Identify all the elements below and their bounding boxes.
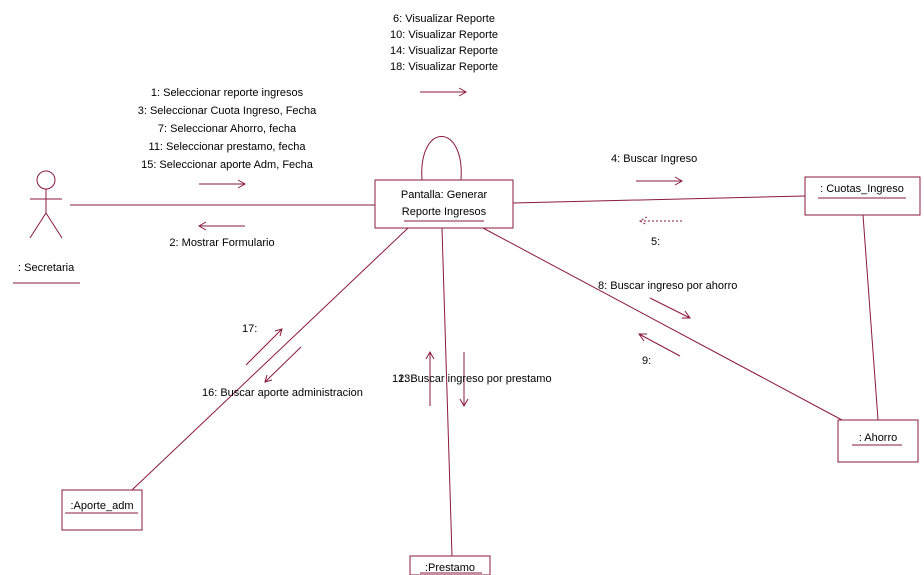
arrow-down-icon bbox=[459, 352, 469, 408]
messages-to-pantalla: 1: Seleccionar reporte ingresos 3: Selec… bbox=[138, 87, 317, 171]
arrow-up-icon bbox=[425, 350, 435, 406]
message-5: 5: bbox=[651, 236, 660, 248]
secretaria-label: : Secretaria bbox=[18, 262, 75, 274]
cuotas-ingreso-object[interactable]: : Cuotas_Ingreso bbox=[804, 176, 921, 216]
arrow-up-right-icon bbox=[245, 328, 283, 366]
message-12: 12: Buscar ingreso por prestamo bbox=[392, 373, 552, 385]
pantalla-label-line1: Pantalla: Generar bbox=[401, 189, 488, 201]
ahorro-label: : Ahorro bbox=[859, 432, 898, 444]
message-16: 16: Buscar aporte administracion bbox=[202, 387, 363, 399]
arrow-right-icon bbox=[649, 297, 691, 319]
link-pantalla-ahorro bbox=[482, 227, 843, 421]
message-10: 10: Visualizar Reporte bbox=[390, 29, 498, 41]
message-15: 15: Seleccionar aporte Adm, Fecha bbox=[141, 159, 314, 171]
pantalla-label-line2: Reporte Ingresos bbox=[402, 206, 487, 218]
message-9: 9: bbox=[642, 355, 651, 367]
prestamo-object[interactable]: :Prestamo bbox=[409, 555, 491, 575]
message-14: 14: Visualizar Reporte bbox=[390, 45, 498, 57]
link-cuotas-ahorro bbox=[862, 214, 879, 421]
actor-head-icon bbox=[36, 170, 56, 190]
arrow-right-icon bbox=[199, 179, 247, 189]
arrow-left-icon bbox=[638, 333, 681, 357]
prestamo-label: :Prestamo bbox=[425, 562, 475, 574]
self-loop-messages: 6: Visualizar Reporte 10: Visualizar Rep… bbox=[390, 13, 498, 73]
dashed-arrow-left-icon bbox=[638, 216, 682, 226]
message-1: 1: Seleccionar reporte ingresos bbox=[151, 87, 304, 99]
message-17: 17: bbox=[242, 323, 257, 335]
arrow-right-icon bbox=[420, 87, 468, 97]
secretaria-actor[interactable]: : Secretaria bbox=[13, 170, 80, 284]
arrow-right-icon bbox=[636, 176, 684, 186]
link-pantalla-cuotas bbox=[512, 195, 806, 204]
ahorro-object[interactable]: : Ahorro bbox=[837, 419, 919, 463]
message-8: 8: Buscar ingreso por ahorro bbox=[598, 280, 737, 292]
message-3: 3: Seleccionar Cuota Ingreso, Fecha bbox=[138, 105, 317, 117]
aporte-adm-object[interactable]: :Aporte_adm bbox=[61, 489, 143, 531]
message-18: 18: Visualizar Reporte bbox=[390, 61, 498, 73]
link-pantalla-aporte bbox=[131, 227, 409, 491]
link-pantalla-prestamo bbox=[441, 227, 453, 557]
pantalla-object[interactable]: Pantalla: Generar Reporte Ingresos bbox=[374, 179, 514, 229]
message-6: 6: Visualizar Reporte bbox=[393, 13, 495, 25]
arrow-left-icon bbox=[197, 221, 245, 231]
message-11: 11: Seleccionar prestamo, fecha bbox=[149, 141, 307, 153]
message-4: 4: Buscar Ingreso bbox=[611, 153, 697, 165]
cuotas-ingreso-label: : Cuotas_Ingreso bbox=[820, 183, 904, 195]
message-2: 2: Mostrar Formulario bbox=[169, 237, 274, 249]
self-loop-link bbox=[421, 136, 462, 181]
aporte-adm-label: :Aporte_adm bbox=[71, 500, 134, 512]
arrow-down-left-icon bbox=[264, 346, 302, 383]
message-13: 13: bbox=[398, 373, 413, 385]
message-7: 7: Seleccionar Ahorro, fecha bbox=[158, 123, 297, 135]
